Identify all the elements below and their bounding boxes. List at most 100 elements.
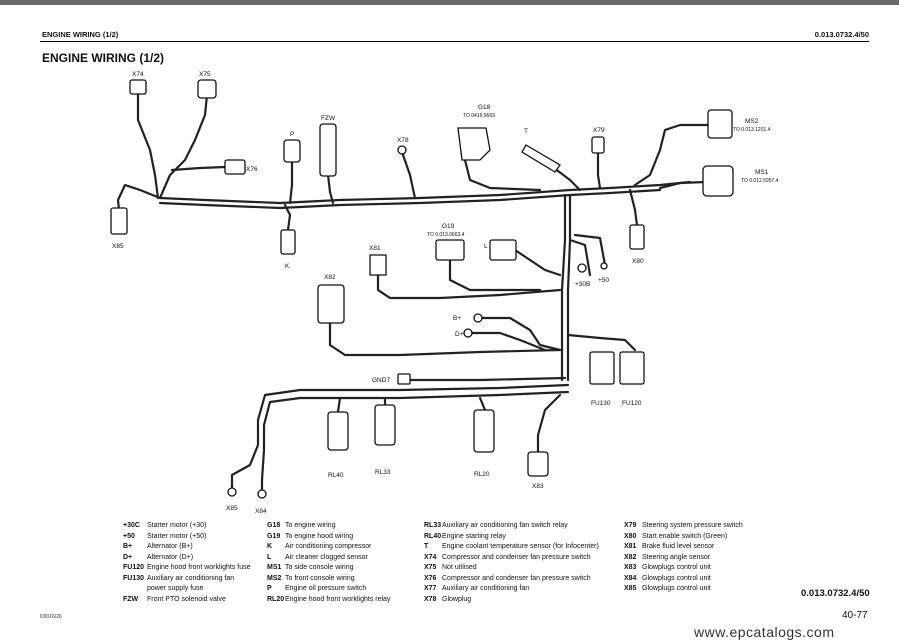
harness-fu	[566, 333, 637, 352]
legend-code: X83	[624, 564, 637, 571]
legend-desc: Air conditioning compressor	[285, 543, 372, 550]
rl40-relay	[327, 411, 349, 451]
legend-code: G18	[267, 522, 281, 529]
legend-desc: Starter motor (+50)	[147, 532, 207, 540]
rl33-relay	[374, 404, 396, 446]
harness-ms2	[633, 123, 712, 187]
legend-code: X81	[624, 543, 637, 550]
legend-row: X79 Steering system pressure switch	[624, 521, 743, 532]
legend-row: power supply fuse	[123, 584, 251, 595]
x80-label: X80	[632, 258, 644, 265]
harness-x79	[596, 148, 602, 190]
legend-desc: Steering system pressure switch	[642, 522, 743, 529]
legend-desc: Glowplugs control unit	[642, 574, 711, 582]
legend-desc: Auxiliary air conditioning fan switch re…	[442, 522, 568, 529]
legend-row: D+Alternator (D+)	[123, 553, 251, 564]
legend-code: X79	[624, 522, 637, 529]
harness-p	[288, 158, 294, 205]
legend-code: +50	[123, 532, 135, 540]
legend-code: B+	[123, 543, 133, 550]
g19-connector	[435, 239, 465, 261]
x79-connector	[591, 136, 605, 154]
harness-l	[513, 248, 562, 277]
rl20-relay	[473, 409, 495, 453]
harness-k	[283, 203, 292, 232]
x85-label: X85	[226, 505, 238, 512]
fu130-fuse	[589, 351, 615, 385]
harness-fzw	[326, 173, 335, 205]
x74-label: X74	[132, 71, 144, 78]
harness-bplus	[478, 316, 562, 352]
x84-eyelet	[257, 489, 267, 499]
harness-x85top	[116, 183, 162, 212]
page-number: 40-77	[842, 610, 868, 621]
harness-x78	[400, 150, 417, 200]
legend-desc: To side console wiring	[285, 564, 354, 571]
g18-ref: TO 0419.9669	[463, 113, 495, 119]
x78-label: X78	[397, 137, 409, 144]
p-connector	[283, 139, 301, 163]
harness-g18	[463, 158, 542, 192]
legend-desc: Not utilised	[442, 564, 477, 571]
x75-connector	[197, 79, 217, 99]
fu130-label: FU130	[591, 400, 611, 407]
legend-code: X78	[424, 595, 437, 603]
legend-desc: Starter motor (+30)	[147, 522, 207, 529]
legend-desc: Engine hood front worklights relay	[285, 595, 391, 603]
legend-code: L	[267, 553, 272, 561]
t-label: T	[524, 128, 528, 135]
x83-label: X83	[532, 483, 544, 490]
legend-desc: To engine hood wiring	[285, 532, 354, 540]
legend-code: X82	[624, 553, 637, 561]
ms1-ref: TO 0.012.5957.4	[741, 178, 779, 184]
rl40-label: RL40	[328, 472, 344, 479]
harness-x83	[536, 393, 562, 457]
legend-code: X84	[624, 574, 637, 582]
header-divider	[40, 41, 869, 42]
legend-desc: To engine wiring	[285, 522, 336, 529]
header-section-title: ENGINE WIRING (1/2)	[42, 30, 119, 39]
legend-code: K	[267, 543, 273, 550]
fzw-connector	[319, 123, 337, 177]
x85-top-label: X85	[112, 243, 124, 250]
legend-desc: Engine starting relay	[442, 532, 506, 540]
x76-label: X76	[246, 166, 258, 173]
g18-label: G18	[478, 104, 491, 111]
x84-label: X84	[255, 508, 267, 515]
g19-label: G19	[442, 223, 455, 230]
legend-code	[123, 584, 147, 595]
legend-code: RL33	[424, 522, 442, 529]
legend-desc: Air cleaner clogged sensor	[285, 553, 368, 561]
legend-code: +30C	[123, 522, 140, 529]
ms1-label: MS1	[755, 169, 769, 176]
legend-row: G18 To engine wiring	[267, 521, 390, 532]
x85-top-connector	[110, 207, 128, 235]
legend-desc: Engine coolant temperature sensor (for I…	[442, 543, 599, 550]
l-label: L	[484, 243, 488, 250]
gnd7-label: GND7	[372, 377, 390, 384]
harness-down-2	[560, 193, 567, 382]
x74-connector	[129, 79, 147, 95]
legend-code: X76	[424, 574, 437, 582]
legend-desc: Engine oil pressure switch	[285, 585, 367, 592]
dplus-label: D+	[455, 331, 464, 338]
legend-code: X80	[624, 532, 637, 540]
p-label: P	[290, 131, 294, 138]
x81-label: X81	[369, 245, 381, 252]
harness-30b	[568, 238, 592, 277]
x75-label: X75	[199, 71, 211, 78]
legend-desc: Alternator (B+)	[147, 543, 193, 550]
legend-desc: To front console wiring	[285, 574, 355, 582]
legend-desc: Auxiliary air conditioning fan	[147, 574, 235, 582]
bplus-eyelet	[473, 313, 483, 323]
document-number: D0016/26	[40, 614, 62, 620]
